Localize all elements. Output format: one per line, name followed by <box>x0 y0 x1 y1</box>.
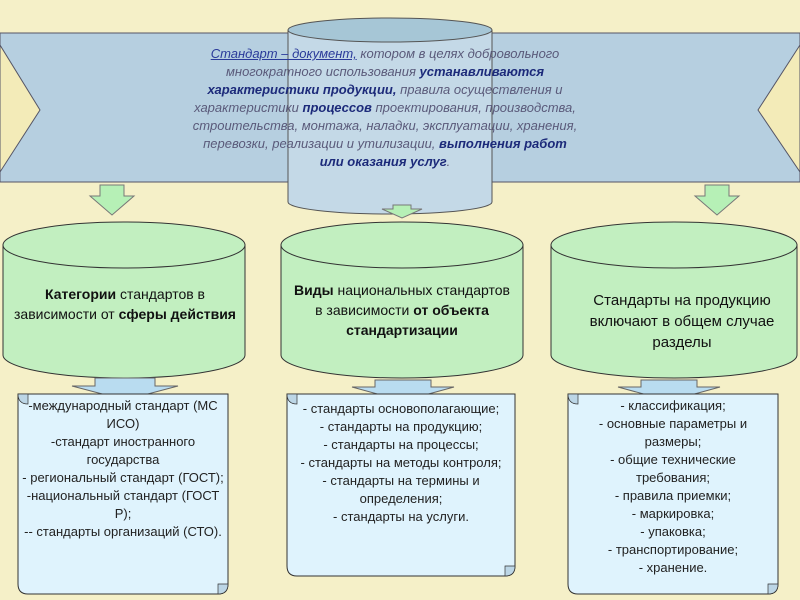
list-item: - маркировка; <box>631 506 715 521</box>
category-2-text: национальных стандартов в зависимости <box>315 282 510 318</box>
category-1-bold-2: сферы действия <box>118 306 236 322</box>
category-cylinder-3 <box>550 221 798 379</box>
definition-products: устанавливаются характеристики продукции… <box>207 64 544 97</box>
list-item: - стандарты основополагающие; <box>302 401 500 416</box>
list-item: -национальный стандарт (ГОСТ Р); <box>26 488 220 521</box>
category-3-text: Стандарты на продукцию включают в общем … <box>589 292 775 351</box>
category-heading-2: Виды национальных стандартов в зависимос… <box>291 280 513 340</box>
list-item: - транспортирование; <box>607 542 739 557</box>
list-item: - классификация; <box>620 398 726 413</box>
list-item: - стандарты на процессы; <box>323 437 479 452</box>
list-item: -- стандарты организаций (СТО). <box>24 524 222 539</box>
definition-cylinder <box>287 17 493 215</box>
arrow-to-category-3 <box>693 184 741 216</box>
list-item: - хранение. <box>638 560 708 575</box>
list-item: - основные параметры и размеры; <box>598 416 748 449</box>
category-2-bold-2: от объекта стандартизации <box>346 302 489 338</box>
definition-processes: процессов <box>302 100 372 115</box>
list-item: - стандарты на услуги. <box>333 509 469 524</box>
definition-term: Стандарт – документ, <box>210 46 357 61</box>
list-3: - классификация; - основные параметры и … <box>572 397 774 577</box>
definition-text-3: проектирования, производства, строительс… <box>192 100 578 151</box>
arrow-to-category-2 <box>381 204 423 219</box>
list-item: - правила приемки; <box>614 488 732 503</box>
category-heading-1: Категории стандартов в зависимости от сф… <box>14 284 236 324</box>
list-item: -стандарт иностранного государства <box>50 434 196 467</box>
list-item: -международный стандарт (МС ИСО) <box>28 398 218 431</box>
list-scroll-3 <box>567 393 779 595</box>
list-item: - стандарты на методы контроля; <box>300 455 502 470</box>
definition-text-2: правила осуществления и характеристики <box>194 82 563 115</box>
definition-text-1: котором в целях добровольного многократн… <box>226 46 560 79</box>
list-item: - упаковка; <box>640 524 706 539</box>
category-1-text: стандартов в зависимости от <box>14 286 205 322</box>
standard-definition: Стандарт – документ, котором в целях доб… <box>190 45 580 171</box>
list-scroll-1 <box>17 393 229 595</box>
list-scroll-2 <box>286 393 516 577</box>
list-2: - стандарты основополагающие; - стандарт… <box>293 400 509 526</box>
list-item: - общие технические требования; <box>610 452 736 485</box>
list-1: -международный стандарт (МС ИСО) -станда… <box>22 397 224 541</box>
definition-services: выполнения работ или оказания услуг <box>319 136 567 169</box>
category-cylinder-2 <box>280 221 524 379</box>
category-heading-3: Стандарты на продукцию включают в общем … <box>566 290 798 353</box>
arrow-to-list-1 <box>71 377 179 401</box>
category-2-bold-1: Виды <box>294 282 334 298</box>
list-item: - стандарты на продукцию; <box>319 419 483 434</box>
list-item: - региональный стандарт (ГОСТ); <box>22 470 224 485</box>
definition-end: . <box>446 154 451 169</box>
category-cylinder-1 <box>2 221 246 379</box>
category-1-bold-1: Категории <box>44 286 117 302</box>
list-item: - стандарты на термины и определения; <box>322 473 480 506</box>
arrow-to-category-1 <box>88 184 136 216</box>
